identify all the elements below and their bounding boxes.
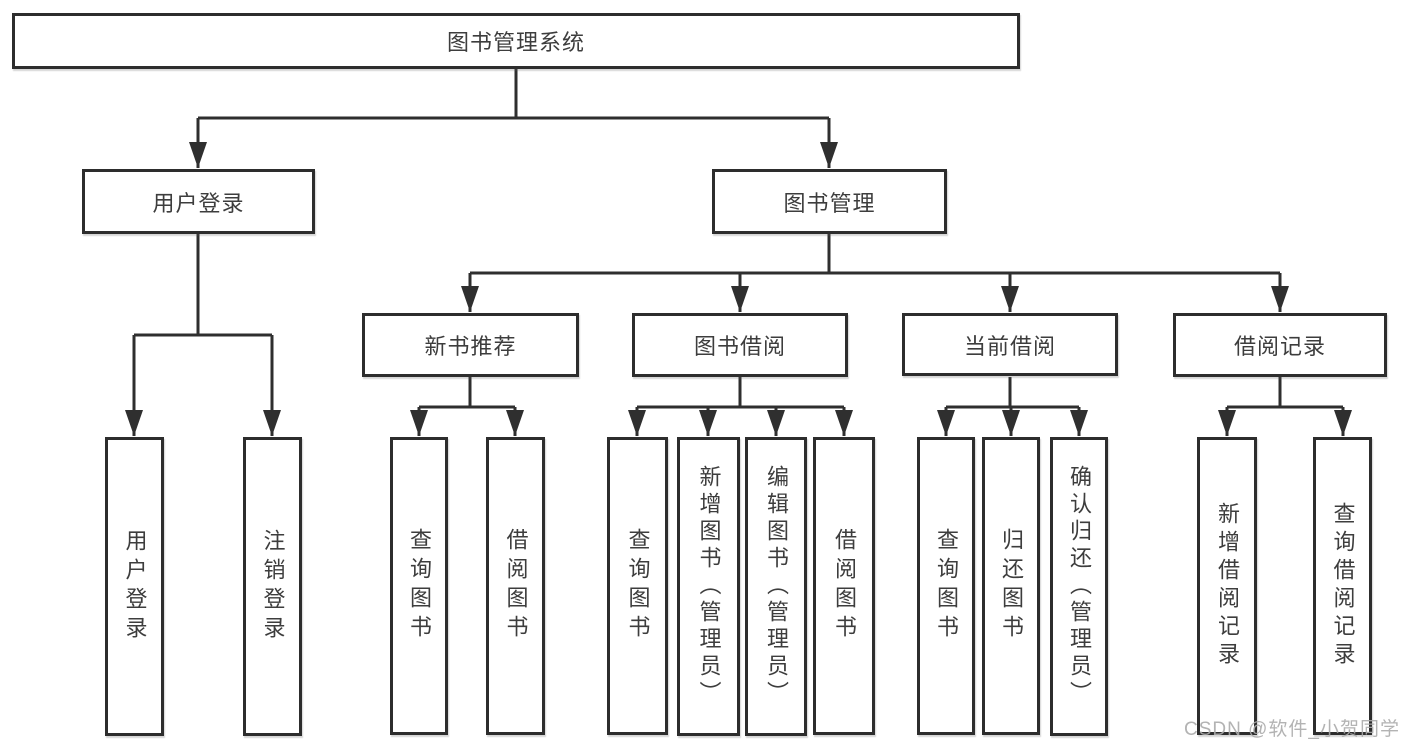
leaf-return-books-label: 归还图书	[999, 528, 1024, 644]
leaf-add-borrow-record: 新增借阅记录	[1197, 437, 1257, 735]
leaf-recommend-borrow-books-label: 借阅图书	[503, 528, 529, 644]
leaf-confirm-return-admin: 确认归还（管理员）	[1050, 437, 1108, 736]
leaf-borrowing-borrow-books: 借阅图书	[813, 437, 875, 735]
leaf-edit-books-admin-label: 编辑图书（管理员）	[764, 465, 789, 708]
leaf-edit-books-admin: 编辑图书（管理员）	[745, 437, 807, 736]
node-book-borrowing-label: 图书借阅	[693, 334, 786, 359]
node-user-login-branch: 用户登录	[82, 169, 315, 234]
leaf-logout-label: 注销登录	[260, 528, 286, 645]
leaf-query-borrow-record: 查询借阅记录	[1313, 437, 1372, 735]
node-book-management: 图书管理	[712, 169, 947, 234]
leaf-borrowing-query-books: 查询图书	[607, 437, 668, 735]
leaf-recommend-borrow-books: 借阅图书	[486, 437, 545, 735]
leaf-add-borrow-record-label: 新增借阅记录	[1215, 502, 1240, 670]
leaf-confirm-return-admin-label: 确认归还（管理员）	[1067, 465, 1092, 708]
leaf-query-borrow-record-label: 查询借阅记录	[1330, 502, 1356, 670]
node-current-borrowing-label: 当前借阅	[963, 333, 1056, 359]
node-current-borrowing: 当前借阅	[902, 313, 1118, 376]
leaf-recommend-query-books-label: 查询图书	[407, 528, 432, 644]
leaf-borrowing-borrow-books-label: 借阅图书	[832, 528, 857, 644]
node-library-system: 图书管理系统	[12, 13, 1020, 69]
leaf-return-books: 归还图书	[982, 437, 1040, 735]
node-library-system-label: 图书管理系统	[446, 30, 585, 55]
csdn-watermark: CSDN @软件_小贺同学	[1184, 719, 1400, 740]
leaf-add-books-admin: 新增图书（管理员）	[677, 437, 740, 736]
leaf-user-login-label: 用户登录	[122, 528, 148, 645]
leaf-user-login: 用户登录	[105, 437, 164, 736]
node-book-management-label: 图书管理	[783, 190, 876, 216]
node-borrow-records: 借阅记录	[1173, 313, 1387, 377]
leaf-logout: 注销登录	[243, 437, 302, 736]
node-new-book-recommend: 新书推荐	[362, 313, 579, 377]
leaf-current-query-books: 查询图书	[917, 437, 975, 735]
node-borrow-records-label: 借阅记录	[1233, 334, 1326, 359]
node-new-book-recommend-label: 新书推荐	[424, 334, 517, 359]
leaf-add-books-admin-label: 新增图书（管理员）	[696, 465, 722, 708]
leaf-current-query-books-label: 查询图书	[934, 528, 959, 644]
node-book-borrowing: 图书借阅	[632, 313, 848, 377]
leaf-borrowing-query-books-label: 查询图书	[625, 528, 651, 644]
node-user-login-branch-label: 用户登录	[152, 190, 245, 216]
leaf-recommend-query-books: 查询图书	[390, 437, 448, 735]
